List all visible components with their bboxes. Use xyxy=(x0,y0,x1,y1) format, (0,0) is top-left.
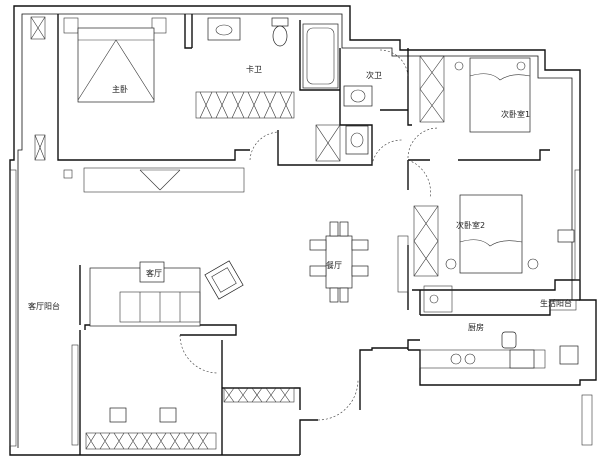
coffee-table xyxy=(139,261,165,283)
living-room: 客厅 xyxy=(63,167,245,327)
desk-chair xyxy=(557,229,575,243)
armchair xyxy=(204,260,244,300)
toilet xyxy=(272,25,288,47)
sink xyxy=(207,17,241,41)
dining-table xyxy=(325,235,353,289)
bed-2 xyxy=(459,194,523,274)
room-label-second-bedroom-1: 次卧室1 xyxy=(501,109,530,119)
exterior-walls xyxy=(9,5,597,456)
bed-1 xyxy=(469,57,531,133)
master-bedroom: 主卧 xyxy=(63,17,167,103)
second-bath: 次卫 xyxy=(343,70,382,155)
balcony-chair-2 xyxy=(159,407,177,423)
toilet-tank xyxy=(271,17,289,27)
room-label-second-bath: 次卫 xyxy=(366,70,382,80)
room-label-living-room: 客厅 xyxy=(146,268,162,278)
room-label-utility-balcony: 生活阳台 xyxy=(540,298,572,308)
room-label-dining-room: 餐厅 xyxy=(326,261,342,270)
room-label-living-balcony: 客厅阳台 xyxy=(28,301,60,311)
washer xyxy=(559,345,579,365)
windows xyxy=(9,16,593,447)
second-bedroom-2: 次卧室2 xyxy=(397,194,575,293)
door-swings xyxy=(179,49,439,421)
second-sink xyxy=(345,125,369,155)
second-bedroom-1: 次卧室1 xyxy=(419,55,531,133)
main-bath: 卡卫 xyxy=(195,17,341,162)
living-balcony: 客厅阳台 xyxy=(28,301,295,450)
room-label-kitchen: 厨房 xyxy=(468,322,484,332)
kitchen-chair xyxy=(501,331,517,349)
dining-area: 餐厅 xyxy=(309,221,369,303)
kitchen: 厨房 生活阳台 xyxy=(419,285,579,369)
balcony-chair-1 xyxy=(109,407,127,423)
kitchen-sink xyxy=(509,349,535,369)
second-toilet xyxy=(343,85,373,107)
room-label-main-bath: 卡卫 xyxy=(246,64,262,74)
room-label-second-bedroom-2: 次卧室2 xyxy=(456,220,485,230)
bathtub xyxy=(302,23,339,89)
room-label-master-bedroom: 主卧 xyxy=(112,84,128,94)
